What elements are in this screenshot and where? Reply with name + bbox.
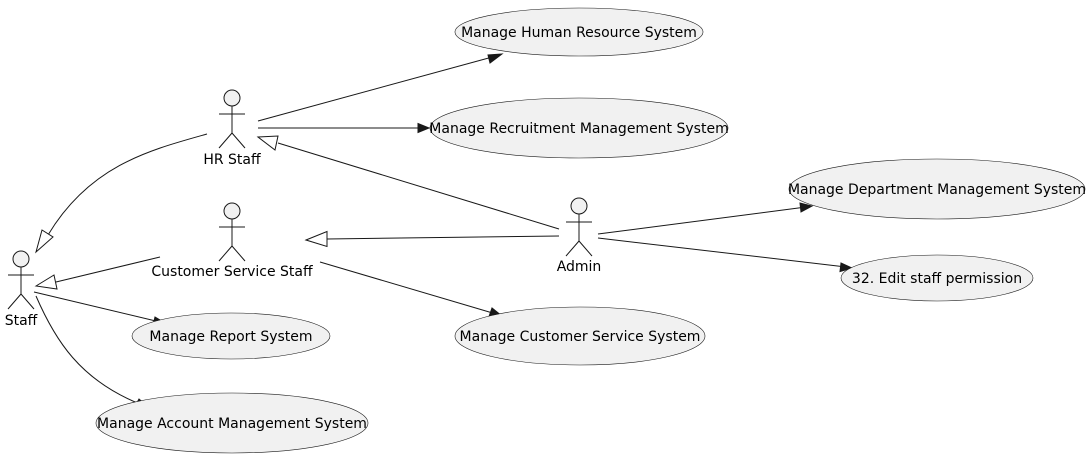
generalization-cs-staff: [34, 274, 58, 290]
generalization-admin-cs: [304, 230, 328, 248]
use-case-label: Manage Report System: [149, 329, 312, 345]
use-case-label: Manage Human Resource System: [461, 25, 697, 41]
edge-cs-staff-to-customer-service: [319, 261, 497, 315]
edge-admin-to-department: [597, 206, 807, 235]
edge-admin-to-edit-permission: [597, 237, 847, 268]
use-case-recruitment[interactable]: Manage Recruitment Management System: [429, 97, 729, 159]
use-case-account[interactable]: Manage Account Management System: [95, 392, 369, 454]
use-case-customer-service[interactable]: Manage Customer Service System: [454, 306, 706, 366]
use-case-label: Manage Recruitment Management System: [429, 121, 728, 137]
use-case-label: 32. Edit staff permission: [852, 271, 1022, 287]
edge-cs-staff-to-staff: [55, 256, 161, 283]
actor-customer-service-staff[interactable]: Customer Service Staff: [151, 202, 313, 280]
arrowhead-edit-permission: [839, 262, 854, 273]
stick-figure-icon: [218, 89, 246, 149]
arrowhead-human-resource: [487, 53, 504, 64]
actor-staff[interactable]: Staff: [5, 250, 38, 329]
generalization-admin-hr: [256, 135, 279, 151]
use-case-label: Manage Department Management System: [788, 182, 1086, 198]
actor-label: Admin: [557, 259, 602, 275]
use-case-human-resource[interactable]: Manage Human Resource System: [454, 7, 704, 57]
actor-label: HR Staff: [203, 152, 261, 168]
edge-staff-to-report: [33, 291, 161, 323]
actor-label: Customer Service Staff: [151, 264, 313, 280]
actor-admin[interactable]: Admin: [557, 197, 602, 275]
actor-hr-staff[interactable]: HR Staff: [203, 89, 261, 168]
edge-hr-staff-to-staff: [47, 133, 208, 236]
use-case-report[interactable]: Manage Report System: [131, 312, 331, 360]
edge-staff-to-account: [35, 295, 141, 405]
arrowhead-department: [799, 202, 814, 213]
stick-figure-icon: [7, 250, 35, 310]
arrowhead-recruitment: [417, 122, 431, 134]
use-case-department[interactable]: Manage Department Management System: [788, 158, 1086, 220]
actor-label: Staff: [5, 313, 38, 329]
use-case-label: Manage Account Management System: [97, 416, 367, 432]
edge-admin-to-cs-staff: [326, 235, 560, 240]
use-case-edit-permission[interactable]: 32. Edit staff permission: [840, 254, 1034, 302]
stick-figure-icon: [565, 197, 593, 257]
generalization-hr-staff: [35, 229, 54, 254]
use-case-label: Manage Customer Service System: [460, 329, 701, 345]
edge-admin-to-hr-staff: [277, 142, 560, 230]
edge-hr-staff-to-human-resource: [257, 55, 497, 122]
stick-figure-icon: [218, 202, 246, 262]
edges: [33, 53, 854, 407]
